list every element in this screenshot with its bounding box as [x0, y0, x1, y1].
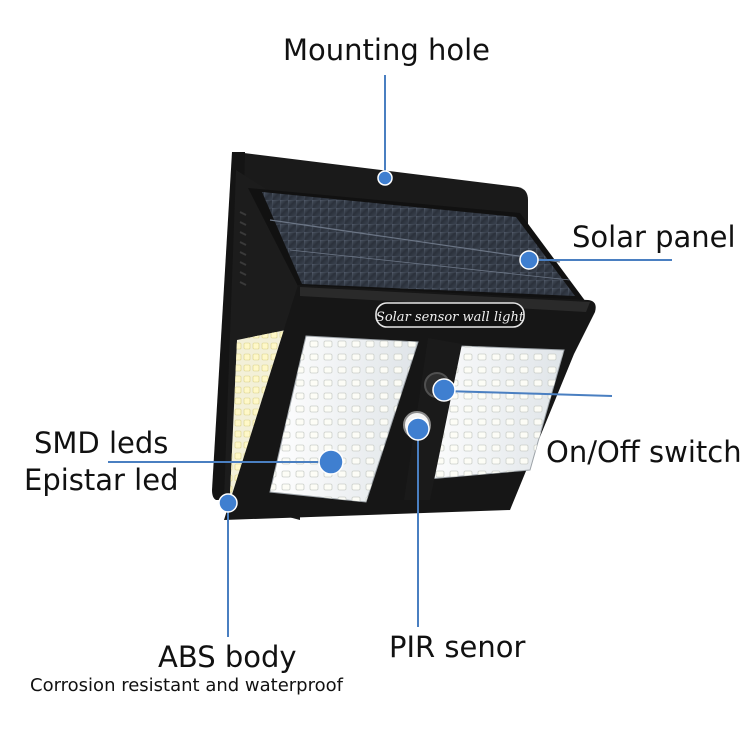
abs-body-note: Corrosion resistant and waterproof: [30, 675, 343, 696]
leader-on-off-switch: [443, 390, 613, 397]
callout-dots: [218, 170, 539, 513]
led-panel-left: [269, 335, 419, 503]
nameplate: [375, 302, 525, 328]
heat-vents: [239, 211, 247, 286]
solar-panel-label: Solar panel: [572, 220, 736, 254]
dot-solar-panel: [519, 250, 539, 270]
mounting-hole-label: Mounting hole: [283, 33, 490, 67]
nameplate-text: Solar sensor wall light: [376, 310, 525, 325]
dot-mounting-hole: [377, 170, 393, 186]
on-off-switch-label: On/Off switch: [546, 435, 742, 469]
dot-pir-sensor: [406, 417, 430, 441]
smd-leds-label: SMD leds: [34, 426, 169, 460]
dot-smd-leds: [318, 449, 344, 475]
solar-panel: [248, 188, 586, 302]
pir-sensor-label: PIR senor: [389, 630, 526, 664]
dot-abs-body: [218, 493, 238, 513]
callout-lines: [108, 75, 672, 637]
dot-on-off-switch: [432, 378, 456, 402]
abs-body-label: ABS body: [158, 640, 297, 674]
epistar-led-label: Epistar led: [24, 463, 179, 497]
